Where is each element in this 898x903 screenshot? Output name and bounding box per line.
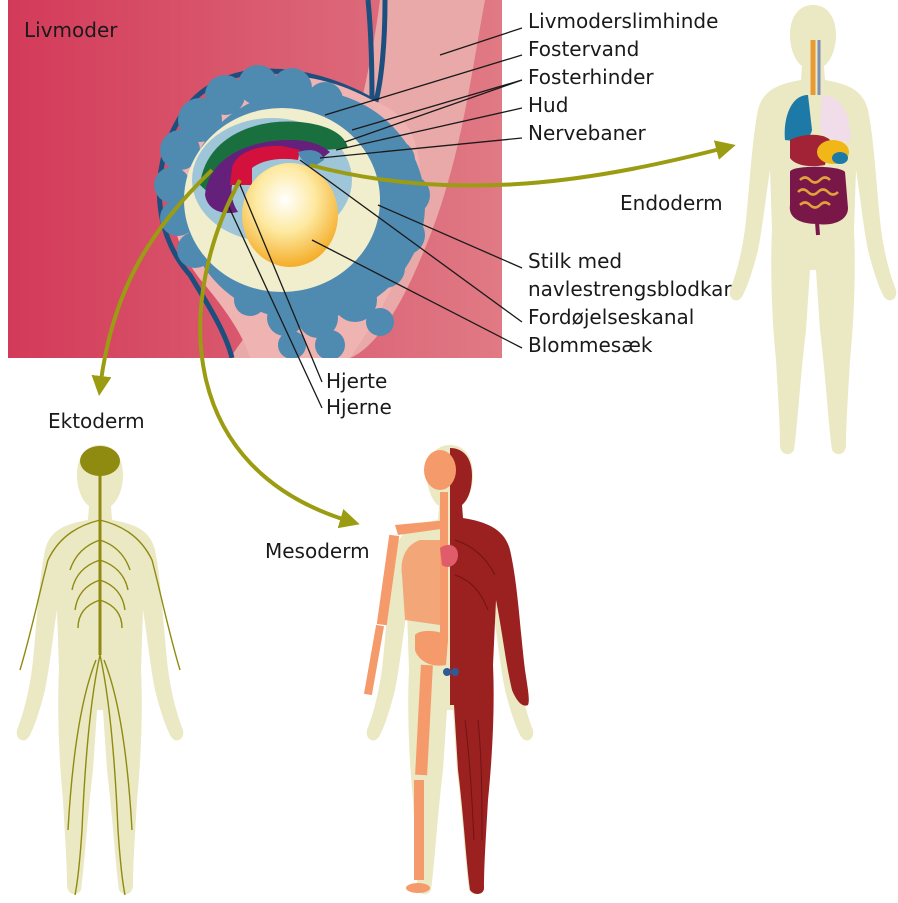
label-livmoderslimhinde: Livmoderslimhinde	[528, 9, 718, 33]
label-blommesaek: Blommesæk	[528, 333, 653, 357]
label-fordojelseskanal: Fordøjelseskanal	[528, 305, 694, 329]
endoderm-figure	[730, 5, 897, 454]
label-hjerne: Hjerne	[326, 395, 392, 419]
embryo-cross-section	[8, 0, 502, 360]
label-hjerte: Hjerte	[326, 369, 387, 393]
label-livmoder: Livmoder	[24, 18, 118, 42]
muscle-half	[450, 448, 529, 894]
brain	[80, 446, 120, 476]
label-ektoderm: Ektoderm	[48, 409, 145, 433]
label-endoderm: Endoderm	[620, 191, 723, 215]
yolk-sac	[242, 163, 338, 267]
ektoderm-figure	[17, 445, 184, 895]
label-fostervand: Fostervand	[528, 37, 639, 61]
mesoderm-figure	[364, 445, 533, 894]
label-stilk-line1: Stilk med	[528, 249, 622, 273]
label-hud: Hud	[528, 93, 568, 117]
label-nervebaner: Nervebaner	[528, 121, 647, 145]
intestines	[790, 167, 848, 225]
label-stilk-line2: navlestrengsblodkar	[528, 277, 732, 301]
label-fosterhinder: Fosterhinder	[528, 65, 654, 89]
label-mesoderm: Mesoderm	[265, 539, 370, 563]
